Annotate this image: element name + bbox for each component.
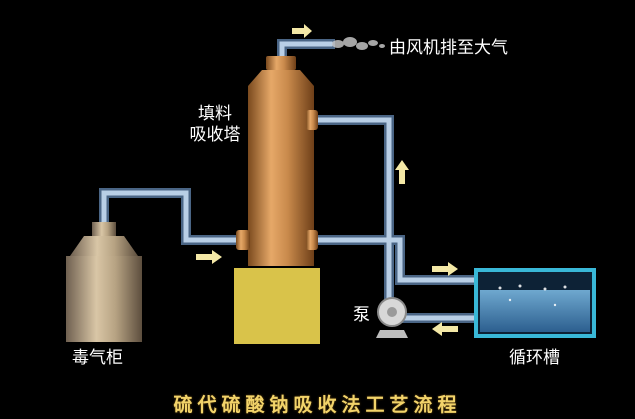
tower-label-line1: 填料 — [198, 104, 232, 124]
arrow-gas-inlet-icon — [196, 250, 222, 264]
circulation-tank — [474, 268, 596, 338]
arrow-exhaust-icon — [292, 24, 312, 38]
diagram-caption: 硫代硫酸钠吸收法工艺流程 — [173, 394, 462, 416]
gas-cabinet-label: 毒气柜 — [72, 348, 123, 368]
tower-label: 填料 吸收塔 — [186, 104, 244, 146]
pipe-tower-to-pump — [309, 115, 394, 305]
arrow-to-tank-icon — [432, 262, 458, 276]
pipe-tower-to-tank — [309, 235, 481, 285]
pump-label: 泵 — [353, 305, 370, 325]
pump — [376, 297, 408, 338]
tower-label-line2: 吸收塔 — [189, 125, 241, 145]
arrow-from-tank-icon — [432, 322, 458, 336]
pipe-gas-inlet — [99, 188, 245, 245]
arrow-up-icon — [395, 160, 409, 184]
tower-base-block — [234, 268, 320, 344]
flow-arrows — [196, 24, 458, 336]
absorption-tower — [236, 56, 318, 266]
tank-label: 循环槽 — [509, 348, 560, 368]
exhaust-label: 由风机排至大气 — [389, 38, 508, 58]
gas-cabinet — [66, 222, 142, 342]
exhaust-smoke — [332, 37, 385, 50]
